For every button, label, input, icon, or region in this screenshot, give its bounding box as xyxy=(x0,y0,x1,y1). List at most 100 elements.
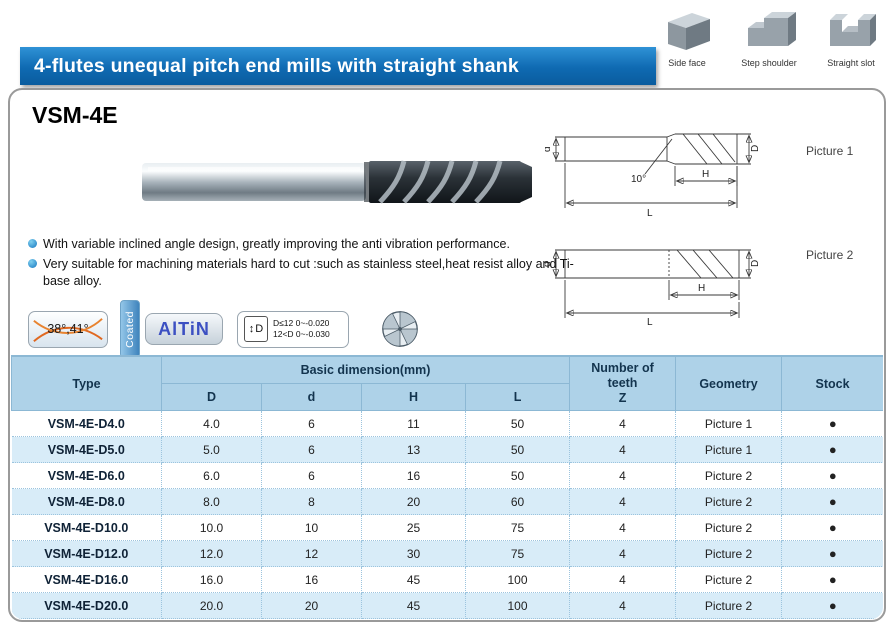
dim-label-L: L xyxy=(647,208,653,219)
cell-type: VSM-4E-D10.0 xyxy=(11,514,162,541)
table-row: VSM-4E-D5.0 5.0 6 13 50 4 Picture 1 ● xyxy=(11,436,883,463)
cell-L: 50 xyxy=(465,462,571,489)
feature-text: Very suitable for machining materials ha… xyxy=(43,256,574,288)
step-shoulder-label: Step shoulder xyxy=(741,58,797,68)
cell-d: 6 xyxy=(261,462,362,489)
cell-D: 20.0 xyxy=(161,592,262,619)
feature-item: With variable inclined angle design, gre… xyxy=(28,236,584,253)
header-stock: Stock xyxy=(781,356,883,411)
dim-label-d: d xyxy=(545,146,553,152)
tolerance-badge: ↕ D D≤12 0~-0.020 12<D 0~-0.030 xyxy=(237,310,349,348)
coating-badge: AlTiN xyxy=(145,313,223,345)
helix-angle-badge: 38°,41° xyxy=(28,310,108,348)
coated-badge: Coated xyxy=(120,300,140,358)
model-name: VSM-4E xyxy=(32,102,118,128)
end-view-cross-section-icon xyxy=(382,311,418,347)
dim-label-H: H xyxy=(702,169,709,180)
arrow-glyph: ↕ xyxy=(248,323,255,335)
side-face-item: Side face xyxy=(648,6,726,68)
dim-label-L: L xyxy=(647,317,653,326)
product-panel: VSM-4E xyxy=(8,88,886,622)
feature-text: With variable inclined angle design, gre… xyxy=(43,237,510,251)
tolerance-values: D≤12 0~-0.020 12<D 0~-0.030 xyxy=(273,318,330,340)
cell-d: 6 xyxy=(261,436,362,463)
tolerance-line-1: D≤12 0~-0.020 xyxy=(273,317,330,328)
cell-teeth: 4 xyxy=(569,410,677,437)
cell-H: 25 xyxy=(361,514,466,541)
coating-name: AlTiN xyxy=(158,318,210,339)
cell-d: 16 xyxy=(261,566,362,593)
cell-H: 30 xyxy=(361,540,466,567)
machining-type-icons: Side face Step shoulder Straight slot xyxy=(648,6,890,68)
cell-d: 10 xyxy=(261,514,362,541)
straight-slot-label: Straight slot xyxy=(827,58,875,68)
header-dim-H: H xyxy=(361,383,466,411)
header-basic-dimension: Basic dimension(mm) xyxy=(160,356,571,384)
spec-badges: 38°,41° Coated AlTiN ↕ D D≤12 0~-0.020 1… xyxy=(28,300,421,358)
header-geometry: Geometry xyxy=(675,356,783,411)
cell-H: 16 xyxy=(361,462,466,489)
step-shoulder-item: Step shoulder xyxy=(730,6,808,68)
cell-teeth: 4 xyxy=(569,540,677,567)
table-row: VSM-4E-D4.0 4.0 6 11 50 4 Picture 1 ● xyxy=(11,410,883,437)
cell-H: 11 xyxy=(361,410,466,437)
cell-d: 8 xyxy=(261,488,362,515)
page-title-banner: 4-flutes unequal pitch end mills with st… xyxy=(20,47,656,85)
cell-L: 50 xyxy=(465,436,571,463)
cell-teeth: 4 xyxy=(569,566,677,593)
spec-table: Type Basic dimension(mm) Number of teeth… xyxy=(11,356,883,619)
spec-table-body: VSM-4E-D4.0 4.0 6 11 50 4 Picture 1 ● VS… xyxy=(11,410,883,619)
cell-stock: ● xyxy=(781,514,883,541)
picture-1-caption: Picture 1 xyxy=(806,144,854,158)
cell-stock: ● xyxy=(781,540,883,567)
cell-geometry: Picture 2 xyxy=(675,592,783,619)
diameter-arrow-icon: ↕ D xyxy=(244,316,268,342)
cell-geometry: Picture 2 xyxy=(675,514,783,541)
cell-L: 75 xyxy=(465,540,571,567)
cell-geometry: Picture 1 xyxy=(675,436,783,463)
dim-label-D: D xyxy=(750,145,761,152)
cell-d: 6 xyxy=(261,410,362,437)
cell-stock: ● xyxy=(781,488,883,515)
cell-teeth: 4 xyxy=(569,488,677,515)
header-teeth: Number of teeth Z xyxy=(569,356,677,411)
header-dim-d: d xyxy=(261,383,362,411)
feature-item: Very suitable for machining materials ha… xyxy=(28,256,584,290)
cell-teeth: 4 xyxy=(569,462,677,489)
page-title: 4-flutes unequal pitch end mills with st… xyxy=(34,55,519,77)
drawing-picture-2: d D H L xyxy=(545,249,761,326)
cell-D: 12.0 xyxy=(161,540,262,567)
tolerance-line-2: 12<D 0~-0.030 xyxy=(273,329,330,339)
spec-table-container: Type Basic dimension(mm) Number of teeth… xyxy=(11,355,883,619)
angle-label: 10° xyxy=(631,174,646,185)
cell-d: 20 xyxy=(261,592,362,619)
cell-D: 4.0 xyxy=(161,410,262,437)
cell-D: 10.0 xyxy=(161,514,262,541)
cell-type: VSM-4E-D8.0 xyxy=(11,488,162,515)
table-row: VSM-4E-D6.0 6.0 6 16 50 4 Picture 2 ● xyxy=(11,462,883,489)
cell-stock: ● xyxy=(781,592,883,619)
header-dim-D: D xyxy=(161,383,262,411)
cell-type: VSM-4E-D5.0 xyxy=(11,436,162,463)
cell-D: 5.0 xyxy=(161,436,262,463)
cell-stock: ● xyxy=(781,566,883,593)
cell-H: 45 xyxy=(361,592,466,619)
cell-d: 12 xyxy=(261,540,362,567)
cell-L: 100 xyxy=(465,566,571,593)
cell-geometry: Picture 2 xyxy=(675,488,783,515)
cell-geometry: Picture 2 xyxy=(675,462,783,489)
cell-D: 8.0 xyxy=(161,488,262,515)
cell-teeth: 4 xyxy=(569,514,677,541)
cell-geometry: Picture 1 xyxy=(675,410,783,437)
straight-slot-item: Straight slot xyxy=(812,6,890,68)
table-row: VSM-4E-D10.0 10.0 10 25 75 4 Picture 2 ● xyxy=(11,514,883,541)
drawing-picture-1: d D 10° H L xyxy=(545,133,761,219)
cell-H: 45 xyxy=(361,566,466,593)
feature-list: With variable inclined angle design, gre… xyxy=(28,236,584,293)
header-dim-L: L xyxy=(464,383,571,411)
bullet-icon xyxy=(28,239,37,248)
table-row: VSM-4E-D20.0 20.0 20 45 100 4 Picture 2 … xyxy=(11,592,883,619)
cell-L: 60 xyxy=(465,488,571,515)
cell-stock: ● xyxy=(781,410,883,437)
cell-stock: ● xyxy=(781,462,883,489)
